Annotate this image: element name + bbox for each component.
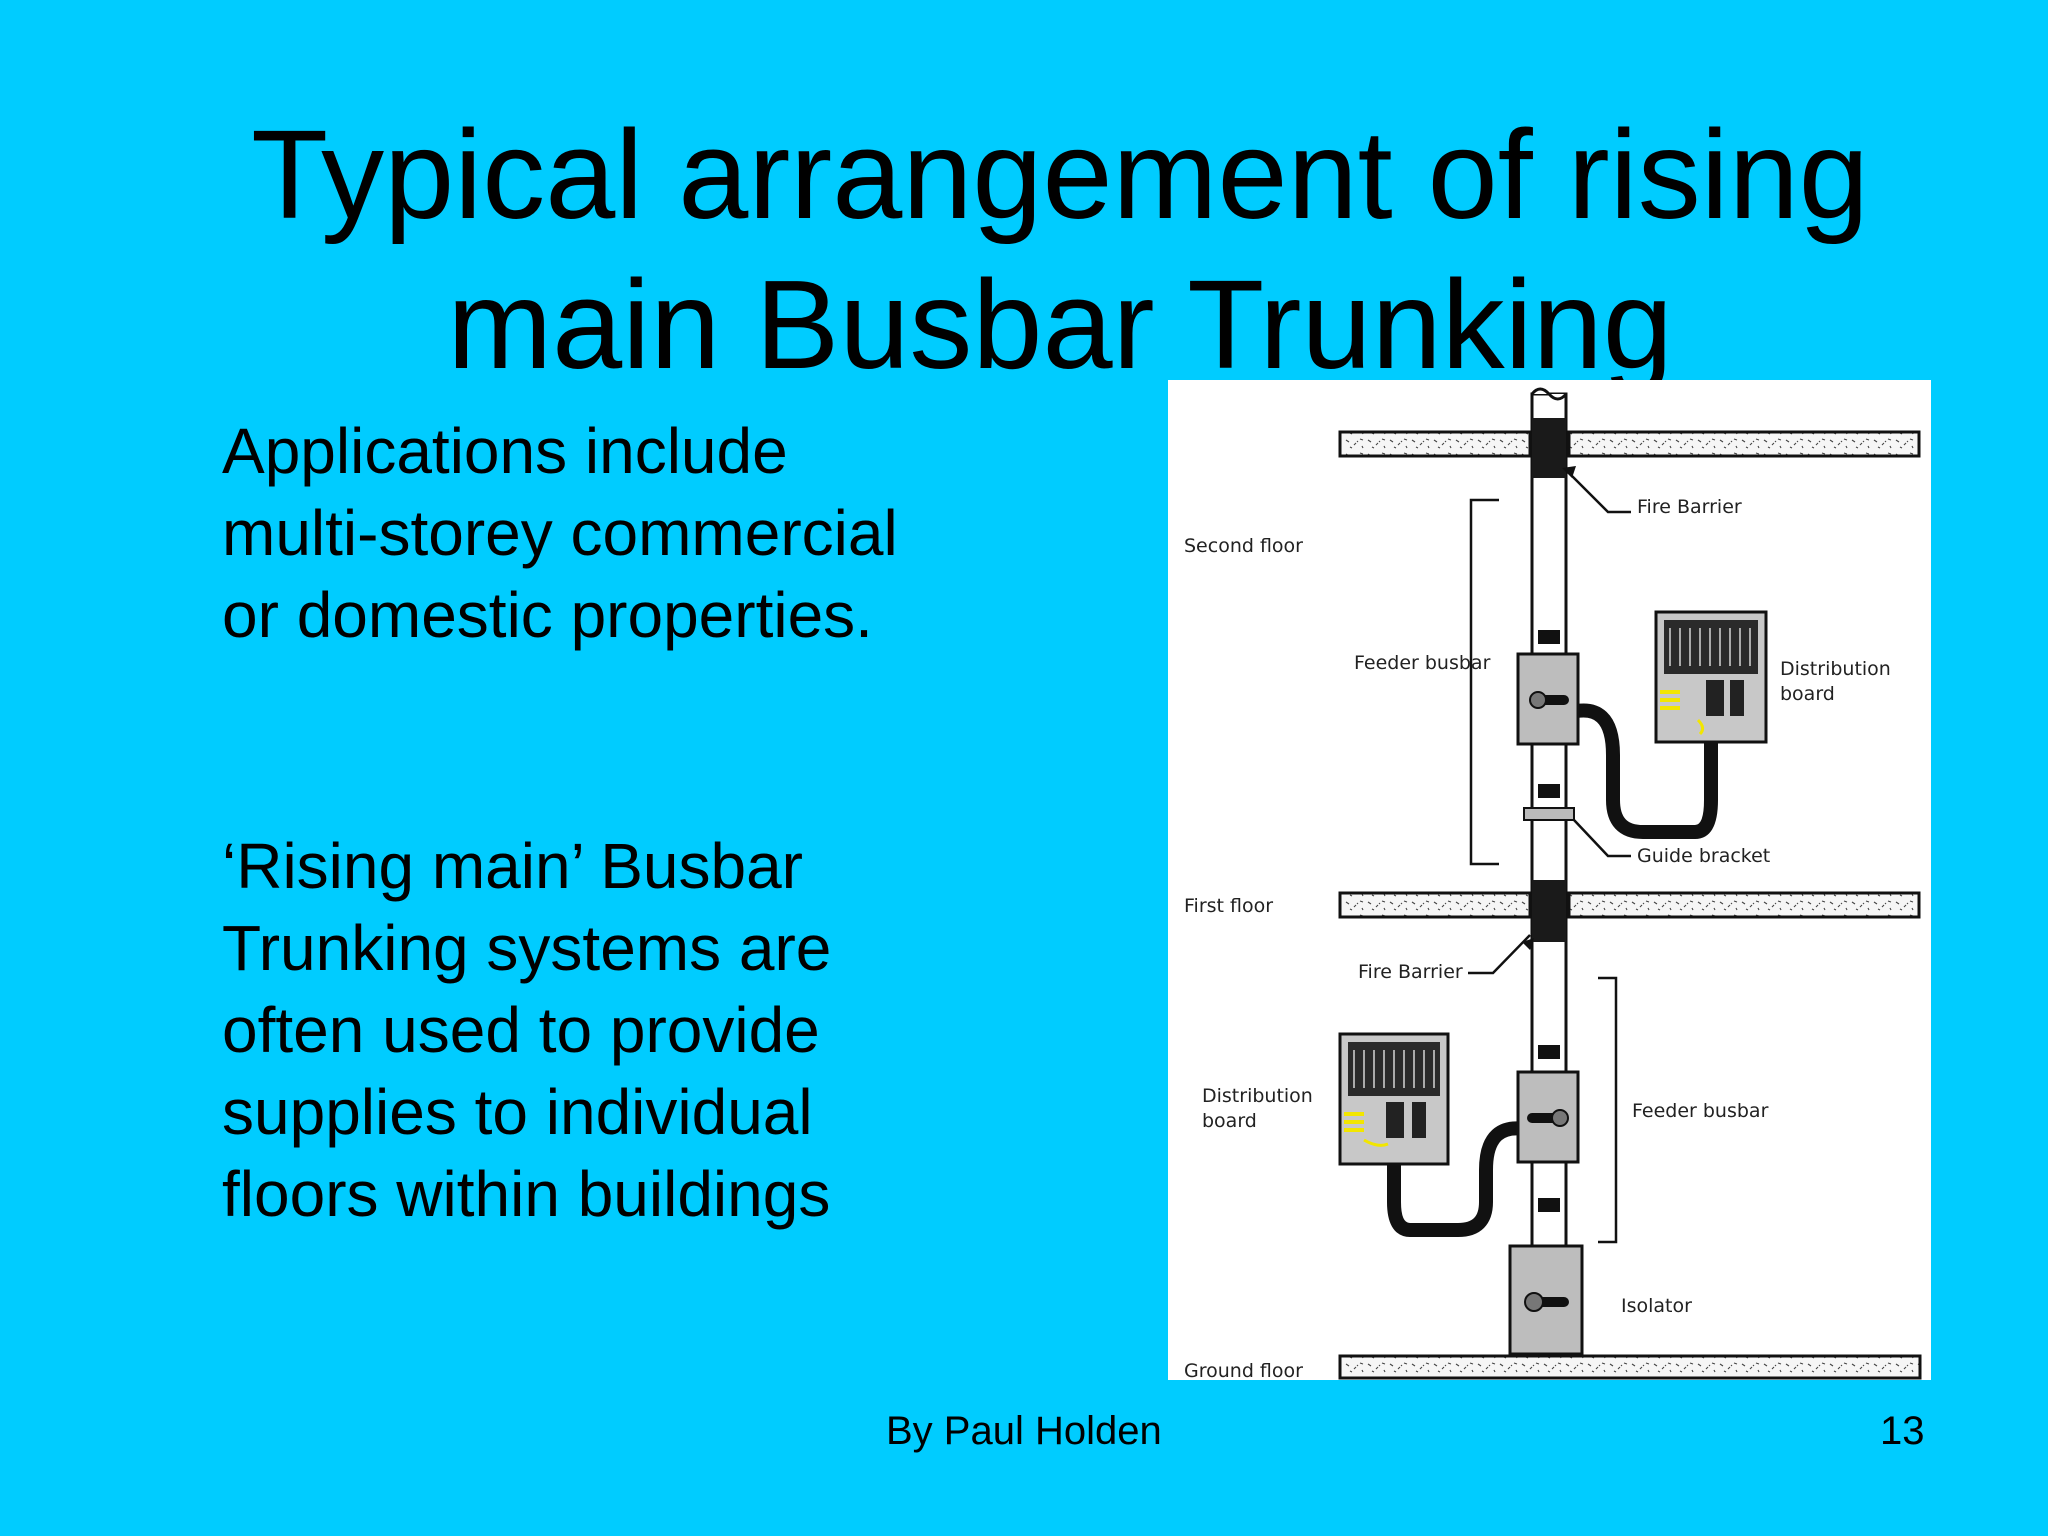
label-fire-barrier-upper: Fire Barrier xyxy=(1637,496,1742,518)
feeder-tapoff-upper xyxy=(1516,652,1718,839)
slide-title-line-1: Typical arrangement of rising xyxy=(251,104,1869,245)
fire-barrier-block-lower xyxy=(1532,880,1566,942)
paragraph-line: often used to provide xyxy=(222,994,820,1066)
label-feeder-busbar-lower: Feeder busbar xyxy=(1632,1100,1769,1122)
paragraph-line: or domestic properties. xyxy=(222,579,873,651)
guide-bracket-leader xyxy=(1573,819,1631,858)
fire-barrier-upper-leader xyxy=(1567,471,1631,514)
feeder-busbar-bracket-lower xyxy=(1598,976,1618,1244)
leader-lines xyxy=(1468,471,1631,1244)
footer-author: By Paul Holden xyxy=(886,1409,1162,1453)
busbar-diagram-svg: Second floor First floor Ground floor Fi… xyxy=(1184,387,1922,1380)
busbar-diagram: Second floor First floor Ground floor Fi… xyxy=(1168,380,1931,1380)
label-ground-floor: Ground floor xyxy=(1184,1360,1303,1380)
label-second-floor: Second floor xyxy=(1184,535,1303,557)
label-distribution-board-lower-line-2: board xyxy=(1202,1110,1257,1132)
isolator-box xyxy=(1508,1244,1584,1356)
paragraph-line: Trunking systems are xyxy=(222,912,832,984)
paragraph-line: floors within buildings xyxy=(222,1158,831,1230)
distribution-board-lower xyxy=(1338,1032,1450,1166)
label-isolator: Isolator xyxy=(1621,1295,1692,1317)
fire-barrier-lower-leader xyxy=(1468,934,1531,975)
feeder-busbar-bracket-upper xyxy=(1469,498,1499,866)
label-distribution-board-upper-line-1: Distribution xyxy=(1780,658,1891,680)
paragraph-line: supplies to individual xyxy=(222,1076,813,1148)
label-distribution-board-upper-line-2: board xyxy=(1780,683,1835,705)
feeder-tapoff-lower xyxy=(1387,1070,1580,1237)
label-guide-bracket: Guide bracket xyxy=(1637,845,1770,867)
paragraph-line: Applications include xyxy=(222,415,788,487)
floor-slab-ground xyxy=(1338,1354,1922,1380)
applications-paragraph: Applications include multi-storey commer… xyxy=(222,410,1002,656)
floor-slab-second xyxy=(1338,430,1921,458)
label-first-floor: First floor xyxy=(1184,895,1273,917)
distribution-board-upper xyxy=(1654,610,1768,744)
floor-slab-first xyxy=(1338,891,1921,919)
label-distribution-board-lower-line-1: Distribution xyxy=(1202,1085,1313,1107)
rising-main-paragraph: ‘Rising main’ Busbar Trunking systems ar… xyxy=(222,825,1002,1235)
slide-title: Typical arrangement of rising main Busba… xyxy=(0,100,2048,400)
page-number: 13 xyxy=(1880,1409,1925,1453)
fire-barrier-block-upper xyxy=(1532,418,1566,478)
label-fire-barrier-lower: Fire Barrier xyxy=(1358,961,1463,983)
guide-bracket-part xyxy=(1523,807,1575,821)
rising-main-trunking xyxy=(1523,387,1575,1346)
paragraph-line: multi-storey commercial xyxy=(222,497,898,569)
paragraph-line: ‘Rising main’ Busbar xyxy=(222,830,803,902)
label-feeder-busbar-upper: Feeder busbar xyxy=(1354,652,1491,674)
slide-title-line-2: main Busbar Trunking xyxy=(447,254,1673,395)
